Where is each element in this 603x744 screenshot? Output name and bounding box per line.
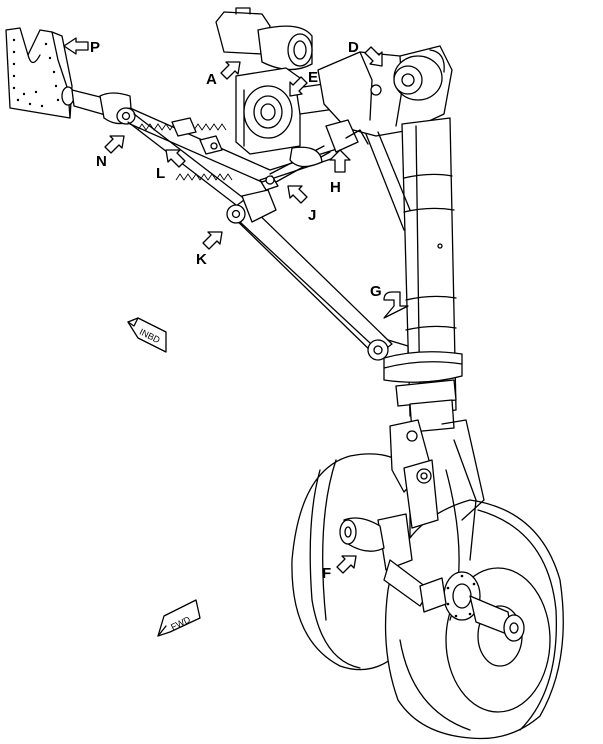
arrow-f (336, 555, 357, 574)
callout-j: J (308, 207, 316, 224)
arrow-g (383, 291, 409, 319)
arrow-a (220, 61, 241, 80)
callout-k: K (196, 251, 207, 268)
main-shock-strut (365, 117, 463, 433)
callout-n: N (96, 153, 107, 170)
callout-p: P (90, 39, 100, 56)
callout-g: G (370, 283, 382, 300)
callout-d: D (348, 39, 359, 56)
callout-f: F (322, 565, 331, 582)
arrow-j (287, 185, 308, 204)
mounting-bracket (5, 27, 75, 119)
torsion-links-and-axle (339, 419, 525, 642)
callout-h: H (330, 179, 341, 196)
inboard-direction-marker: INBD (127, 317, 167, 353)
forward-direction-marker: FWD (157, 599, 201, 637)
callout-a: A (206, 71, 217, 88)
actuator-rod (71, 89, 136, 125)
arrow-n (104, 135, 125, 154)
trunnion-assembly (215, 7, 453, 183)
callout-labels: P A E D H J L N K G F (90, 39, 382, 582)
arrow-e (289, 76, 308, 97)
callout-e: E (308, 69, 318, 86)
arrow-k (202, 231, 223, 250)
arrow-l (165, 149, 186, 168)
callout-l: L (156, 165, 165, 182)
arrow-h (329, 149, 351, 173)
callout-arrows (63, 37, 409, 574)
arrow-d (364, 46, 383, 67)
arrow-p (63, 37, 89, 55)
